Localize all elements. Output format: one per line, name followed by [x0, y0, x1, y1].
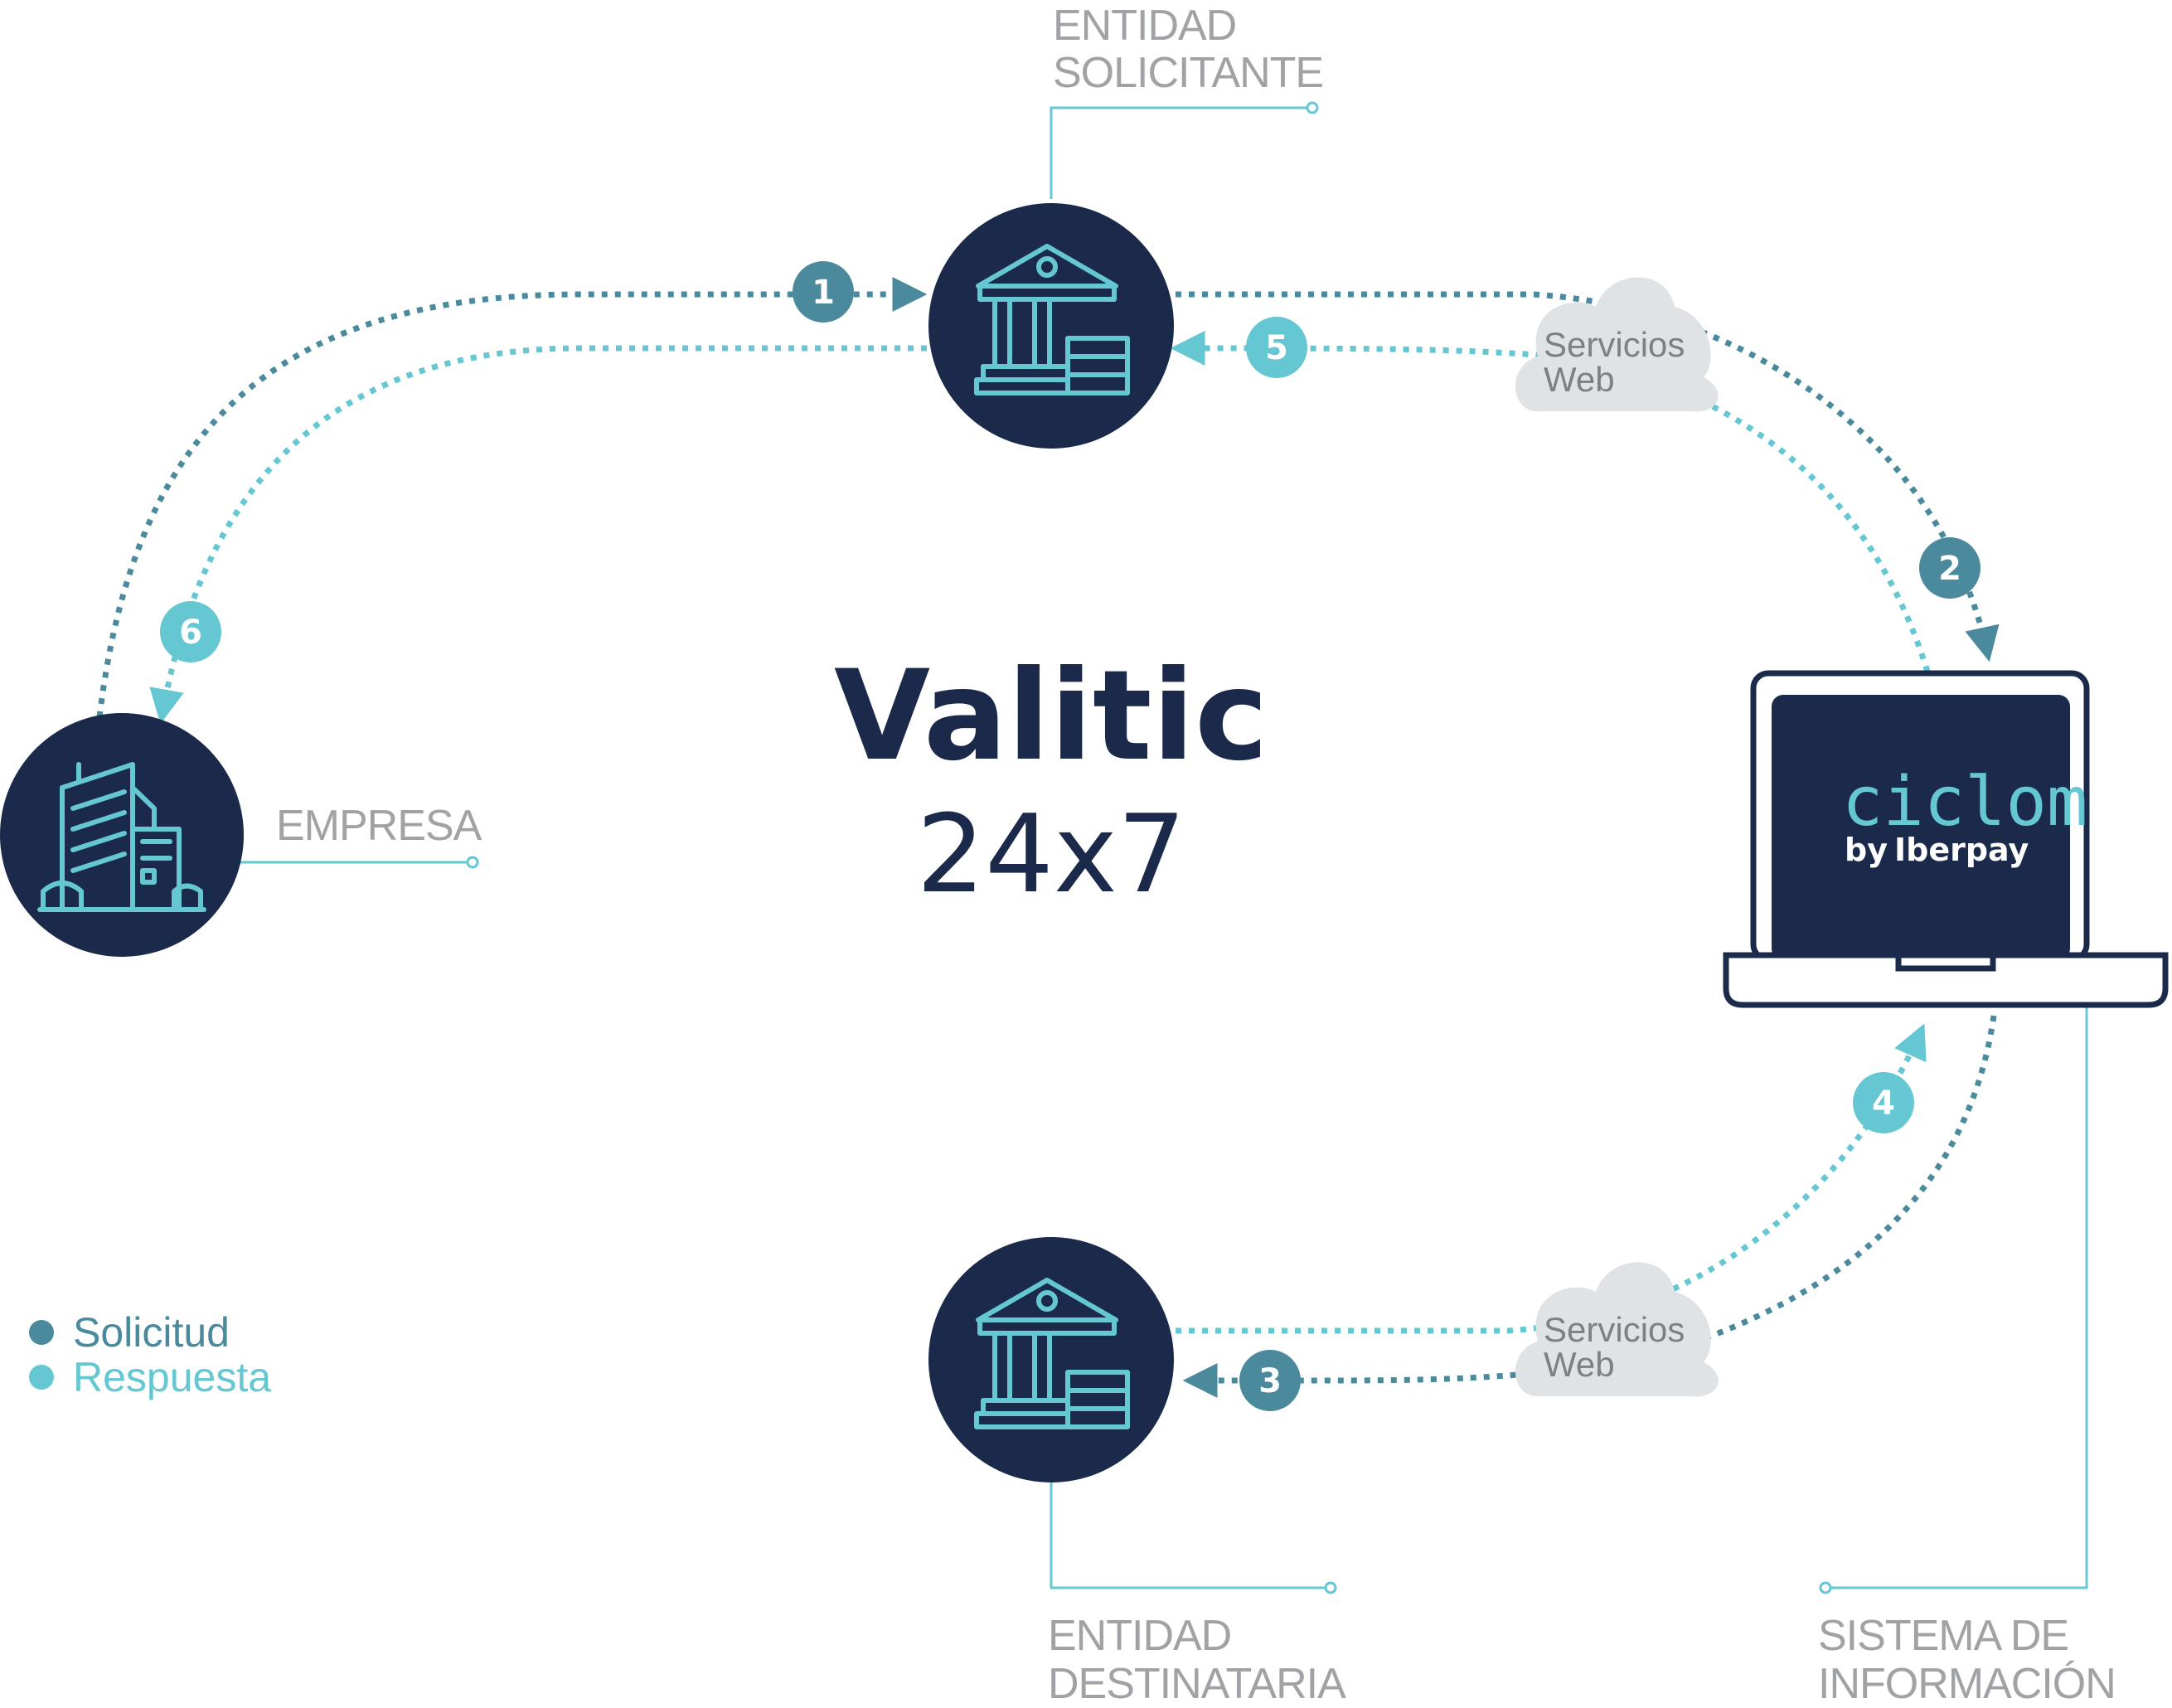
- diagram-title: Valitic 24x7: [834, 644, 1268, 917]
- ciclom-by-text: by: [1845, 832, 1888, 868]
- cloud-top: Servicios Web: [1515, 277, 1719, 412]
- label-empresa: EMPRESA: [276, 802, 482, 850]
- office-building-icon: [37, 762, 206, 912]
- node-entidad-destinataria: [928, 1237, 1174, 1482]
- legend-respuesta-swatch: [29, 1365, 54, 1390]
- svg-text:2: 2: [1938, 550, 1961, 588]
- laptop-ciclom: ciclom by Iberpay: [1723, 670, 2169, 1008]
- step-badge-6: 6: [160, 601, 221, 662]
- step-badge-2: 2: [1919, 537, 1980, 599]
- svg-text:6: 6: [179, 614, 202, 652]
- label-entidad-destinataria-line2: DESTINATARIA: [1048, 1660, 1346, 1708]
- bank-icon: [974, 244, 1130, 395]
- label-entidad-solicitante-line2: SOLICITANTE: [1053, 49, 1323, 97]
- node-labels: ENTIDAD SOLICITANTE EMPRESA ENTIDAD DEST…: [276, 2, 2116, 1708]
- cloud-bottom-line1: Servicios: [1544, 1310, 1685, 1349]
- legend: Solicitud Respuesta: [29, 1309, 271, 1400]
- svg-text:1: 1: [812, 274, 835, 312]
- cloud-bottom: Servicios Web: [1515, 1262, 1719, 1397]
- cloud-top-line1: Servicios: [1544, 325, 1685, 364]
- svg-text:4: 4: [1872, 1084, 1895, 1123]
- label-sistema-informacion-line1: SISTEMA DE: [1818, 1612, 2068, 1660]
- bank-icon: [974, 1278, 1130, 1429]
- label-sistema-informacion-line2: INFORMACIÓN: [1818, 1660, 2116, 1708]
- flow-respuesta-4: [1176, 1023, 1927, 1334]
- legend-solicitud-label: Solicitud: [73, 1309, 230, 1356]
- title-main: Valitic: [834, 644, 1268, 788]
- svg-text:3: 3: [1258, 1362, 1282, 1400]
- cloud-top-line2: Web: [1544, 360, 1615, 399]
- step-badges: 1 2 3 4 5 6: [160, 261, 1980, 1411]
- label-entidad-destinataria-line1: ENTIDAD: [1048, 1612, 1231, 1660]
- step-badge-1: 1: [793, 261, 854, 323]
- svg-text:5: 5: [1265, 329, 1288, 367]
- flow-respuesta-6: [149, 345, 927, 725]
- node-empresa: [0, 713, 244, 957]
- title-sub: 24x7: [916, 791, 1185, 917]
- step-badge-5: 5: [1246, 317, 1307, 378]
- label-connectors: [240, 101, 2088, 1594]
- legend-respuesta-label: Respuesta: [73, 1354, 271, 1400]
- node-entidad-solicitante: [928, 203, 1174, 449]
- legend-solicitud-swatch: [29, 1320, 54, 1345]
- ciclom-logo-text: ciclom: [1842, 763, 2087, 842]
- flow-solicitud-1: [96, 277, 928, 718]
- step-badge-3: 3: [1239, 1350, 1301, 1411]
- label-entidad-solicitante-line1: ENTIDAD: [1053, 2, 1236, 50]
- cloud-bottom-line2: Web: [1544, 1345, 1615, 1384]
- iberpay-logo-text: Iberpay: [1894, 832, 2029, 868]
- step-badge-4: 4: [1853, 1072, 1914, 1133]
